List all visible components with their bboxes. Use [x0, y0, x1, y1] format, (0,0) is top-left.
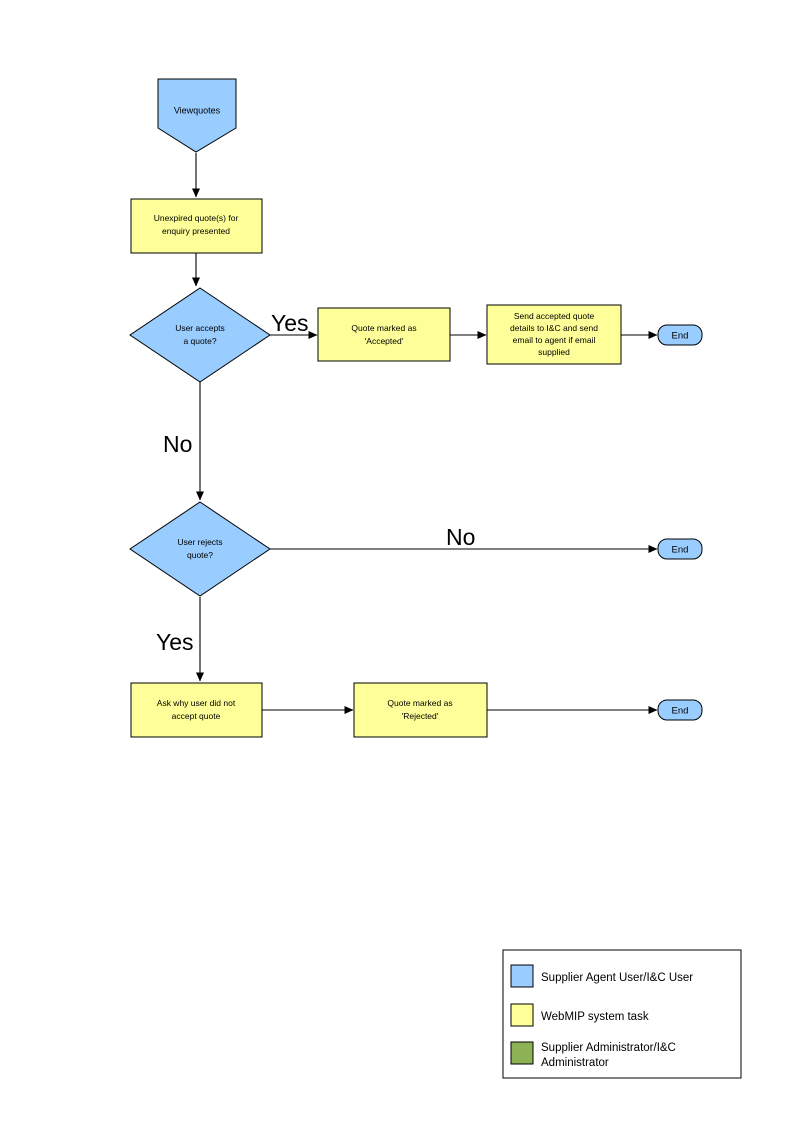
decision-accepts-line1: User accepts: [175, 323, 225, 333]
end-no-reject-label: End: [672, 545, 689, 556]
legend: Supplier Agent User/I&C User WebMIP syst…: [502, 949, 742, 1079]
decision-rejects-line1: User rejects: [177, 537, 222, 547]
end-rejected-shape: [657, 699, 703, 721]
edge-label-reject-no: No: [446, 524, 475, 550]
process-rejected-line1: Quote marked as: [387, 698, 452, 708]
legend-swatch-actor-blue: [510, 964, 534, 988]
end-rejected-label: End: [672, 706, 689, 717]
node-decision-rejects-quote[interactable]: User rejects quote?: [129, 501, 271, 597]
legend-label-system: WebMIP system task: [541, 1011, 649, 1023]
node-end-rejected[interactable]: End: [657, 699, 703, 721]
process-ask-why-line2: accept quote: [172, 711, 221, 721]
process-send-details-line3: email to agent if email: [513, 335, 596, 345]
process-rejected-shape: [353, 682, 488, 738]
node-process-quote-rejected[interactable]: Quote marked as 'Rejected': [353, 682, 488, 738]
process-unexpired-line1: Unexpired quote(s) for: [154, 213, 239, 223]
node-start-viewquotes[interactable]: Viewquotes: [157, 78, 237, 153]
process-unexpired-shape: [130, 198, 263, 254]
edge-labels: Yes No No Yes: [156, 310, 475, 655]
process-accepted-shape: [317, 307, 451, 362]
decision-rejects-line2: quote?: [187, 550, 213, 560]
node-process-send-details[interactable]: Send accepted quote details to I&C and s…: [486, 304, 622, 365]
process-send-details-line4: supplied: [538, 347, 570, 357]
end-accept-shape: [657, 324, 703, 346]
edge-label-accept-yes: Yes: [271, 310, 309, 336]
start-label: Viewquotes: [174, 105, 221, 115]
connectors: [192, 153, 658, 714]
process-send-details-line1: Send accepted quote: [514, 311, 595, 321]
edge-label-reject-yes: Yes: [156, 629, 194, 655]
process-send-details-shape: [486, 304, 622, 365]
node-process-unexpired[interactable]: Unexpired quote(s) for enquiry presented: [130, 198, 263, 254]
process-unexpired-line2: enquiry presented: [162, 226, 230, 236]
process-ask-why-line1: Ask why user did not: [157, 698, 236, 708]
decision-accepts-line2: a quote?: [183, 336, 216, 346]
node-decision-accepts-quote[interactable]: User accepts a quote?: [129, 287, 271, 383]
node-end-accept[interactable]: End: [657, 324, 703, 346]
process-rejected-line2: 'Rejected': [402, 711, 439, 721]
process-ask-why-shape: [130, 682, 263, 738]
legend-swatch-admin-green: [510, 1041, 534, 1065]
end-no-reject-shape: [657, 538, 703, 560]
legend-label-admin-line2: Administrator: [541, 1057, 609, 1069]
decision-rejects-shape: [129, 501, 271, 597]
node-process-quote-accepted[interactable]: Quote marked as 'Accepted': [317, 307, 451, 362]
decision-accepts-shape: [129, 287, 271, 383]
legend-box: [502, 949, 742, 1079]
node-end-no-reject[interactable]: End: [657, 538, 703, 560]
edge-label-accept-no: No: [163, 431, 192, 457]
legend-label-actor: Supplier Agent User/I&C User: [541, 972, 693, 984]
legend-label-admin-line1: Supplier Administrator/I&C: [541, 1042, 676, 1054]
node-process-ask-why[interactable]: Ask why user did not accept quote: [130, 682, 263, 738]
process-accepted-line2: 'Accepted': [365, 336, 404, 346]
legend-swatch-system-yellow: [510, 1003, 534, 1027]
end-accept-label: End: [672, 331, 689, 342]
process-send-details-line2: details to I&C and send: [510, 323, 598, 333]
start-shape: [157, 78, 237, 153]
process-accepted-line1: Quote marked as: [351, 323, 416, 333]
